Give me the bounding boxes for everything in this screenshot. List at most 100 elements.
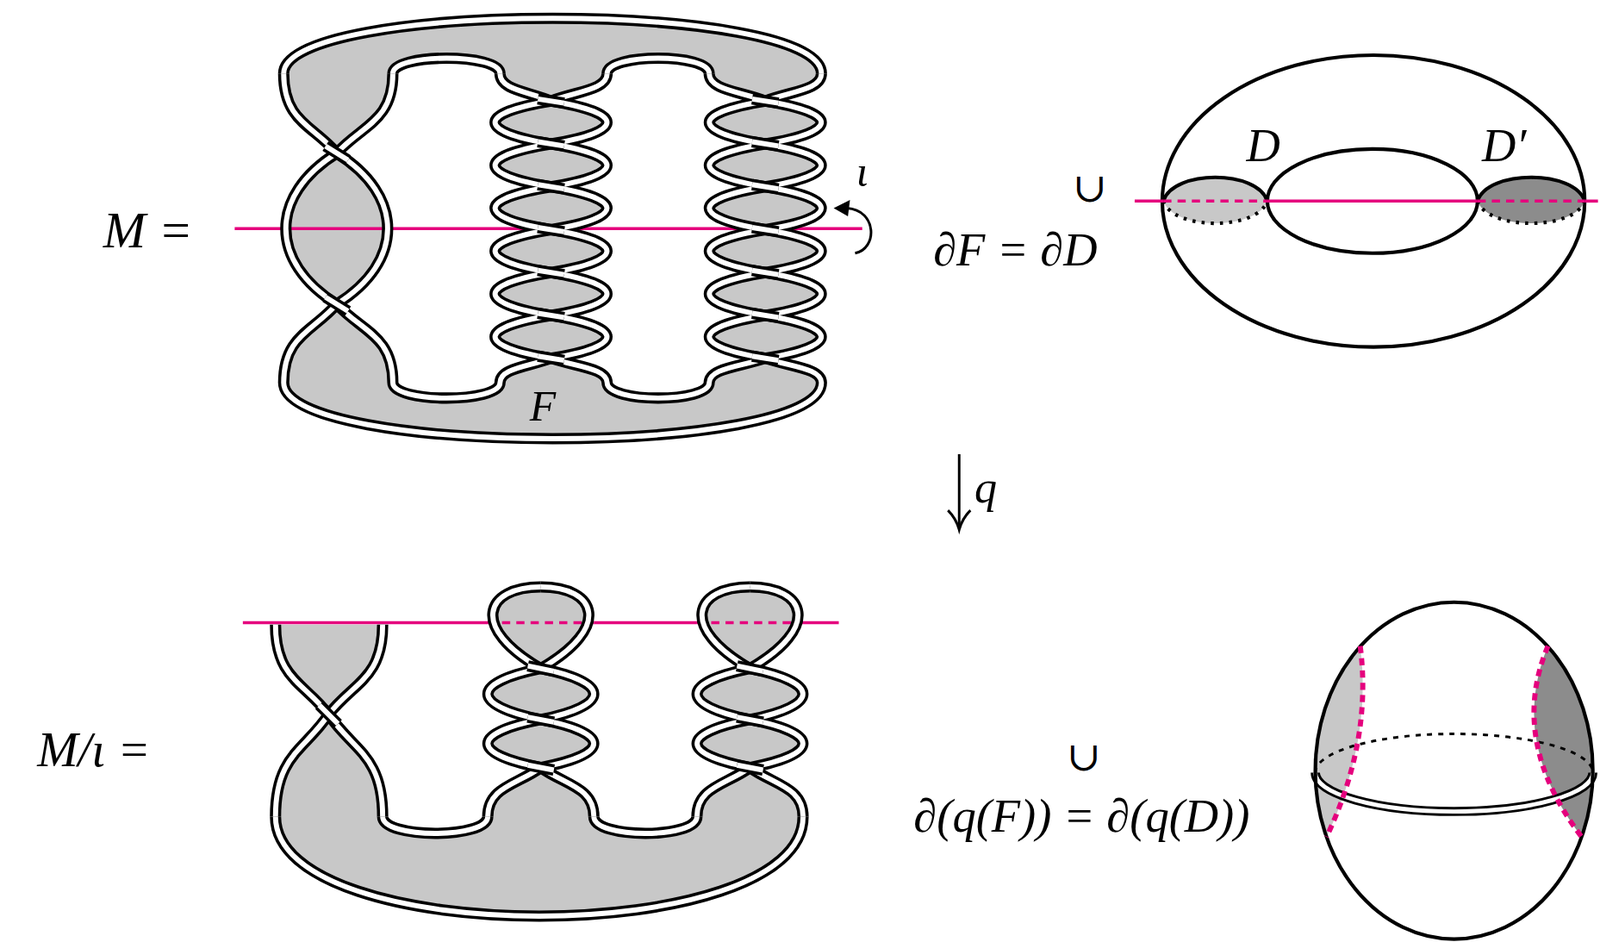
knot-strand <box>487 767 542 817</box>
disk-label: D′ <box>1481 122 1526 169</box>
map-label: ι <box>856 149 869 193</box>
rotation-axis <box>1267 199 1478 204</box>
knot-strand <box>697 767 751 817</box>
arrow-head <box>834 199 851 217</box>
crossing-over-core <box>528 666 555 672</box>
knot-strand-core <box>541 668 594 720</box>
disk-boundary <box>1533 646 1582 837</box>
knot-strand-core <box>283 304 337 383</box>
crossing-over <box>752 270 779 275</box>
crossing-over-core <box>537 270 564 275</box>
crossing-over-core <box>752 355 779 361</box>
crossing-over <box>325 297 349 312</box>
figure-label: M/ι = <box>37 725 151 775</box>
crossing-over-core <box>752 99 779 104</box>
arrow-head <box>947 510 971 530</box>
surface-fill <box>697 668 804 720</box>
knot-strand-core <box>702 586 751 669</box>
knot-strand-core <box>607 382 710 399</box>
crossing-over-core <box>736 716 763 723</box>
knot-strand-core <box>697 668 750 720</box>
knot-strand <box>392 58 500 75</box>
surface-fill <box>283 18 822 153</box>
knot-strand <box>607 382 710 399</box>
crossing-over <box>528 765 555 771</box>
knot-strand <box>749 767 804 817</box>
rotation-axis <box>593 621 698 625</box>
rotation-axis <box>487 621 594 625</box>
knot-strand-core <box>275 714 330 816</box>
quotient-arrow <box>958 454 961 528</box>
knot-strand <box>392 382 500 399</box>
rotation-axis <box>803 621 839 625</box>
knot-strand-core <box>749 668 803 720</box>
crossing-over <box>736 716 763 723</box>
crossing-over <box>736 666 763 672</box>
knot-strand <box>593 815 698 834</box>
surface-fill <box>495 315 608 359</box>
crossing-over <box>752 99 779 104</box>
meridian-disk <box>1163 177 1268 224</box>
surface-fill <box>495 229 608 273</box>
knot-strand <box>541 668 594 720</box>
disk-boundary <box>1163 177 1268 202</box>
knot-strand-core <box>392 382 500 399</box>
knot-strand <box>283 304 337 383</box>
rotation-axis <box>1477 199 1585 204</box>
knot-strand-core <box>382 815 488 834</box>
crossing-over-core <box>537 142 564 147</box>
crossing-over <box>752 227 779 232</box>
knot-strand <box>749 668 803 720</box>
knot-strand <box>283 18 822 74</box>
relation-symbol: ∪ <box>1066 736 1102 778</box>
crossing-over-core <box>752 270 779 275</box>
crossing-over-core <box>752 313 779 318</box>
rotation-arrow <box>846 208 872 254</box>
crossing-over-core <box>537 99 564 104</box>
quotient-disk <box>1533 646 1593 837</box>
knot-strand <box>541 586 590 669</box>
knot-strand-core <box>607 58 710 75</box>
crossing-over <box>752 184 779 189</box>
knot-strand-core <box>749 767 804 817</box>
crossing-over <box>752 142 779 147</box>
surface-fill <box>487 719 594 768</box>
crossing-over-core <box>752 227 779 232</box>
knot-strand <box>749 586 798 669</box>
disk-boundary <box>1477 177 1585 202</box>
knot-strand <box>697 668 750 720</box>
surface-fill <box>702 586 798 669</box>
knot-strand-core <box>275 624 330 715</box>
crossing-over <box>752 313 779 318</box>
knot-strand <box>275 815 804 916</box>
knot-strand <box>336 304 393 383</box>
crossing-over-core <box>537 313 564 318</box>
knot-strand <box>487 668 541 720</box>
surface-fill <box>709 143 822 187</box>
crossing-over-core <box>325 297 349 312</box>
knot-strand <box>336 153 388 305</box>
surface-fill <box>487 668 594 720</box>
crossing-over <box>752 355 779 361</box>
surface-fill <box>275 624 383 715</box>
crossing-over <box>736 765 763 771</box>
knot-strand-core <box>487 668 541 720</box>
crossing-over-core <box>325 146 349 161</box>
crossing-over <box>537 355 564 361</box>
surface-fill <box>492 586 589 669</box>
surface-fill <box>709 229 822 273</box>
knot-strand-core <box>593 815 698 834</box>
relation-symbol: ∪ <box>1072 168 1108 209</box>
equator-hidden <box>1315 734 1594 773</box>
knot-strand <box>702 586 751 669</box>
knot-strand-core <box>283 73 337 153</box>
crossing-over-core <box>528 765 555 771</box>
disk-boundary <box>1326 646 1364 837</box>
knot-strand-core <box>541 767 595 817</box>
knot-strand-core <box>697 767 751 817</box>
boundary-equation: ∂(q(F)) = ∂(q(D)) <box>913 792 1250 840</box>
knot-strand-core <box>283 382 822 439</box>
surface-fill <box>495 186 608 231</box>
knot-strand-core <box>336 304 393 383</box>
